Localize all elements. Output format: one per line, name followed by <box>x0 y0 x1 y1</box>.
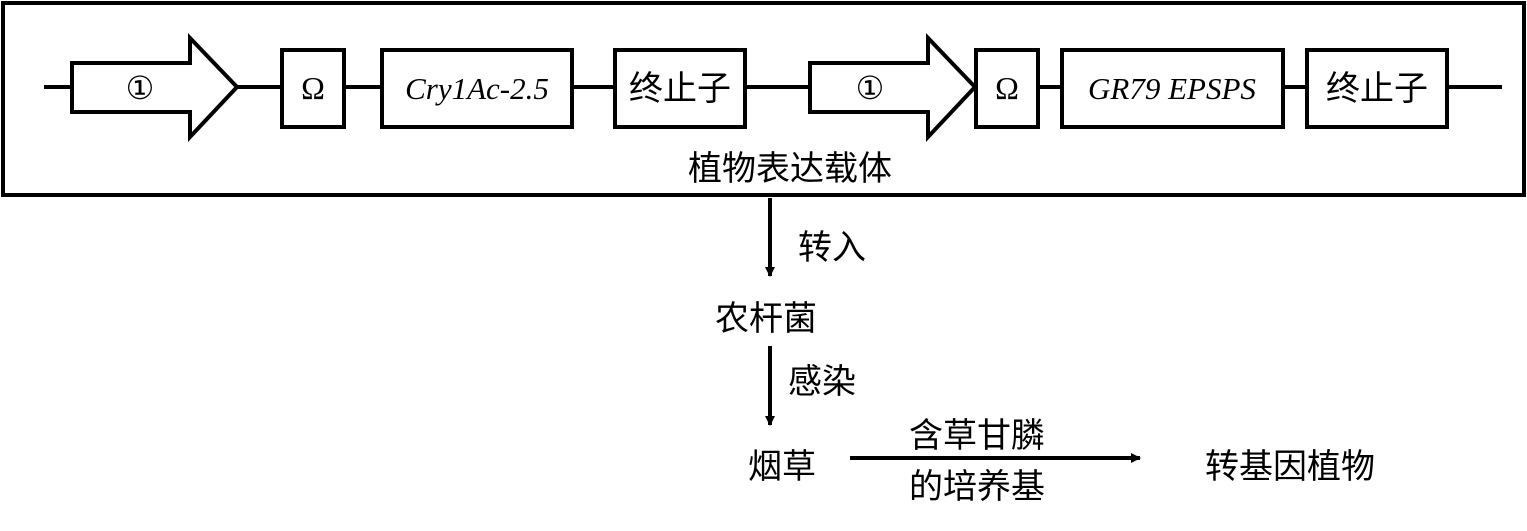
promoter-arrow-1 <box>70 33 240 143</box>
glyphosate-medium-label-top: 含草甘膦 <box>909 416 1045 456</box>
omega-box-2 <box>974 48 1040 129</box>
cry1ac-gene-box <box>380 48 574 129</box>
gr79-epsps-label: GR79 EPSPS <box>1088 71 1256 106</box>
terminator-label-2: 终止子 <box>1326 69 1428 109</box>
agrobacterium-label: 农杆菌 <box>715 299 817 339</box>
infect-label: 感染 <box>788 362 856 402</box>
terminator-box-1 <box>613 48 747 129</box>
terminator-box-2 <box>1305 48 1449 129</box>
omega-box-1 <box>280 48 346 129</box>
transgenic-plant-label: 转基因植物 <box>1205 447 1375 487</box>
glyphosate-medium-label-bottom: 的培养基 <box>909 467 1045 507</box>
promoter-arrow-2 <box>808 33 978 143</box>
transfer-label: 转入 <box>798 228 866 268</box>
tobacco-label: 烟草 <box>748 447 816 487</box>
terminator-label-1: 终止子 <box>629 69 731 109</box>
cry1ac-label: Cry1Ac-2.5 <box>405 71 549 106</box>
gr79-epsps-gene-box <box>1060 48 1285 129</box>
promoter-label-1: ① <box>126 70 155 106</box>
omega-label-1: Ω <box>301 70 325 106</box>
vector-title: 植物表达载体 <box>688 149 892 189</box>
promoter-label-2: ① <box>856 70 885 106</box>
omega-label-2: Ω <box>995 70 1019 106</box>
